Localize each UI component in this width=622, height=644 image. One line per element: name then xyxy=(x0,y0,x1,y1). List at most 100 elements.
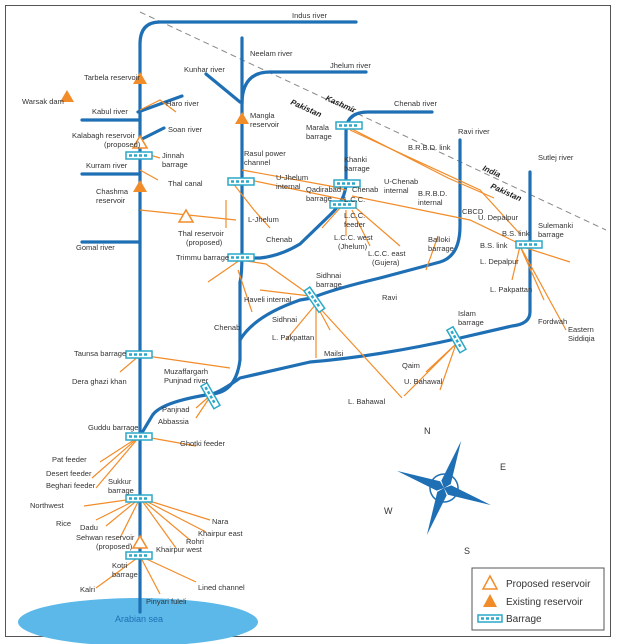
jhelum-river-label: Jhelum river xyxy=(330,61,371,70)
ravi-river-label: Ravi river xyxy=(458,127,490,136)
lined-channel-label: Lined channel xyxy=(198,583,245,592)
fordwah-label: Fordwah xyxy=(538,317,567,326)
qadirabad-barrage-symbol xyxy=(329,200,357,209)
kotri-label: Kotri xyxy=(112,561,128,570)
lcc-east-label: L.C.C. east xyxy=(368,249,406,258)
bs-link-label: B.S. link xyxy=(502,229,530,238)
balloki-label: Balloki xyxy=(428,235,450,244)
kashmir-label: Kashmir xyxy=(324,94,358,116)
compass-e-label: E xyxy=(500,462,506,472)
rice-label: Rice xyxy=(56,519,71,528)
legend-existing-icon xyxy=(483,594,497,607)
thal-reservoir-label: Thal reservoir xyxy=(178,229,224,238)
indus-river-label: Indus river xyxy=(292,11,328,20)
ravi-label: Ravi xyxy=(382,293,397,302)
cbcd-label: CBCD xyxy=(462,207,484,216)
taunsa-barrage-symbol xyxy=(125,350,153,359)
sukkur-label: Sukkur xyxy=(108,477,132,486)
trimmu-label: Trimmu barrage xyxy=(176,253,229,262)
chenab-river-label: Chenab river xyxy=(394,99,437,108)
khanki-label-2: barrage xyxy=(344,164,370,173)
sea-label: Arabian sea xyxy=(115,614,163,624)
islam-label-2: barrage xyxy=(458,318,484,327)
kunhar-river xyxy=(204,72,242,104)
khanki-label: Khanki xyxy=(344,155,367,164)
l-pakpattan-east-label: L. Pakpattan xyxy=(490,285,532,294)
compass-s-label: S xyxy=(464,546,470,556)
marala-label: Marala xyxy=(306,123,330,132)
khairpur-west-label: Khairpur west xyxy=(156,545,203,554)
legend: Proposed reservoir Existing reservoir Ba… xyxy=(471,567,605,631)
soan-river xyxy=(138,126,166,142)
legend-proposed-icon xyxy=(481,574,499,590)
pinyari-label: Pinyari fuleli xyxy=(146,597,187,606)
trimmu-barrage-symbol xyxy=(227,253,255,262)
northwest-label: Northwest xyxy=(30,501,65,510)
dadu-label: Dadu xyxy=(80,523,98,532)
haro-river-label: Haro river xyxy=(166,99,199,108)
haro-river xyxy=(136,94,184,114)
kalri-label: Kalri xyxy=(80,585,95,594)
kalabagh-reservoir-icon xyxy=(131,134,149,149)
compass-w-label: W xyxy=(384,506,393,516)
muzaffargarh-label: Muzaffargarh xyxy=(164,367,208,376)
sehwan-sub-label: (proposed) xyxy=(96,542,133,551)
sidhnai-canal-label: Sidhnai xyxy=(272,315,297,324)
indus-river xyxy=(138,20,358,614)
mangla-reservoir-icon xyxy=(235,112,249,124)
pakistan-label-east: Pakistan xyxy=(489,182,523,204)
lcc-west-label: L.C.C. west xyxy=(334,233,374,242)
sidhnai-barrage-label: Sidhnai xyxy=(316,271,341,280)
u-chenab-label: U-Chenab xyxy=(384,177,418,186)
lcc-west-label-2: (Jhelum) xyxy=(338,242,368,251)
l-depalpur-label: L. Depalpur xyxy=(480,257,519,266)
legend-barrage-icon xyxy=(477,614,503,623)
chashma-reservoir-icon xyxy=(133,180,147,192)
tarbela-label: Tarbela reservoir xyxy=(84,73,140,82)
u-jhelum-label-2: internal xyxy=(276,182,301,191)
islam-label: Islam xyxy=(458,309,476,318)
qaim-label: Qaim xyxy=(402,361,420,370)
chenab-canal-label: Chenab xyxy=(266,235,292,244)
tarbela-reservoir-icon xyxy=(133,72,147,84)
brbd-internal-label-2: internal xyxy=(418,198,443,207)
abbasia-label: Abbassia xyxy=(158,417,190,426)
soan-river-label: Soan river xyxy=(168,125,203,134)
l-bahawal-label: L. Bahawal xyxy=(348,397,385,406)
sutlej-river xyxy=(210,170,532,396)
sulemanki-label-2: barrage xyxy=(538,230,564,239)
beghari-feeder-label: Beghari feeder xyxy=(46,481,96,490)
punjnad-barrage-symbol xyxy=(199,381,221,410)
sukkur-label-2: barrage xyxy=(108,486,134,495)
rasul-label-2: channel xyxy=(244,158,271,167)
compass-n-label: N xyxy=(424,426,431,436)
nara-label: Nara xyxy=(212,517,229,526)
punjnad-river-label: Punjnad river xyxy=(164,376,209,385)
eastern-sadiqia-label-2: Siddiqia xyxy=(568,334,596,343)
khairpur-east-label: Khairpur east xyxy=(198,529,244,538)
brbd-internal-label: B.R.B.D. xyxy=(418,189,447,198)
qadirabad-label: Qadirabad xyxy=(306,185,341,194)
mangla-label-2: reservoir xyxy=(250,120,280,129)
sehwan-label: Sehwan reservoir xyxy=(76,533,135,542)
rohri-label: Rohri xyxy=(186,537,204,546)
sehwan-reservoir-icon xyxy=(131,534,149,549)
warsak-dam-icon xyxy=(60,90,74,102)
sulemanki-label: Sulemanki xyxy=(538,221,573,230)
panjnad-canal-label: Panjnad xyxy=(162,405,190,414)
kalabagh-label: Kalabagh reservoir xyxy=(72,131,135,140)
pakistan-label-north: Pakistan xyxy=(289,98,323,120)
lcc-east-label-2: (Gujera) xyxy=(372,258,400,267)
pat-feeder-label: Pat feeder xyxy=(52,455,87,464)
haveli-label: Haveli internal xyxy=(244,295,292,304)
u-bahawal-label: U. Bahawal xyxy=(404,377,443,386)
guddu-barrage-symbol xyxy=(125,432,153,441)
l-jhelum-label: L-Jhelum xyxy=(248,215,279,224)
international-boundary xyxy=(139,11,607,231)
neelam-river-label: Neelam river xyxy=(250,49,293,58)
rasul-label: Rasul power xyxy=(244,149,286,158)
legend-proposed-label: Proposed reservoir xyxy=(506,579,591,590)
sidhnai-barrage-symbol xyxy=(303,286,326,314)
sulemanki-barrage-symbol xyxy=(515,240,543,249)
bs-link-label-2: B.S. link xyxy=(480,241,508,250)
